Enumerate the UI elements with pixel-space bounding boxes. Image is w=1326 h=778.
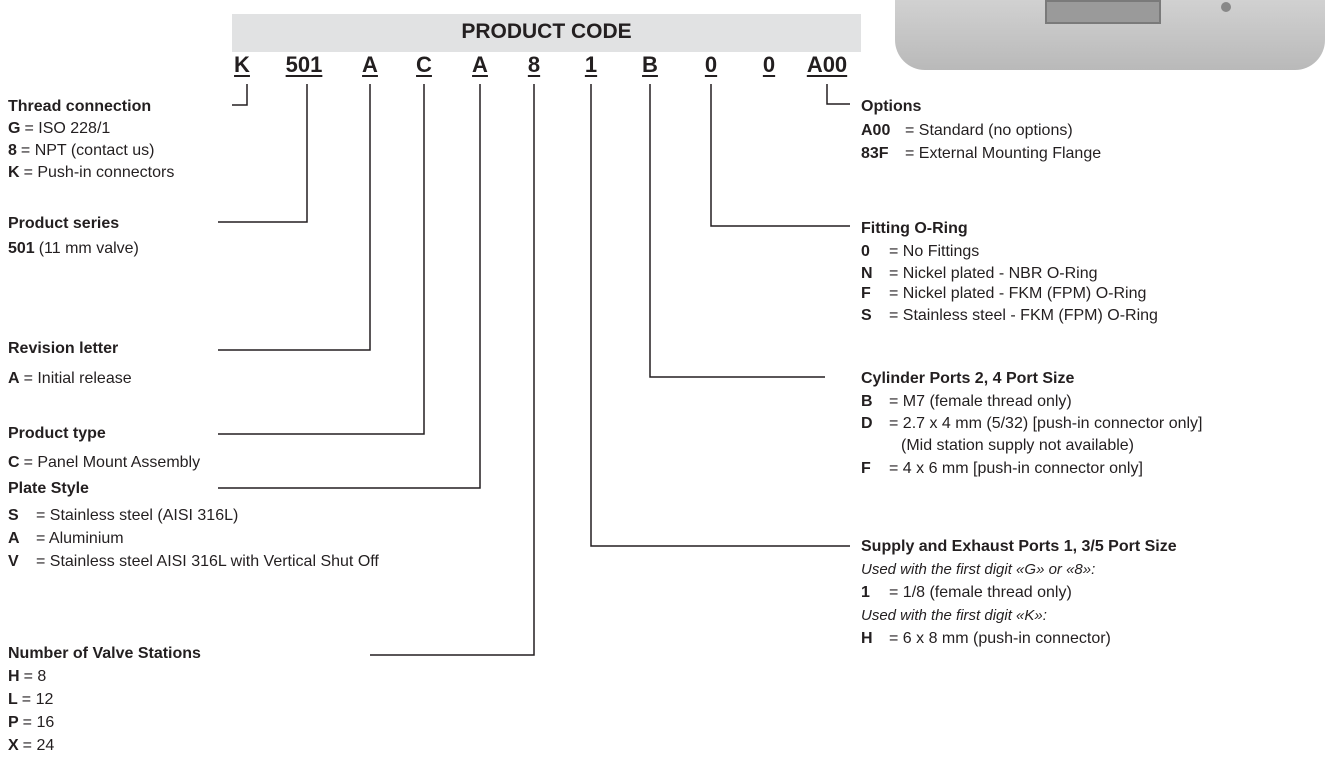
code-plate: A (472, 52, 488, 77)
revision-heading: Revision letter (8, 340, 119, 357)
supply-note: Used with the first digit «G» or «8»: (861, 561, 1096, 578)
plate-row: V= Stainless steel AISI 316L with Vertic… (8, 553, 379, 570)
stations-row: L= 12 (8, 691, 54, 708)
code-type: C (416, 52, 432, 77)
plate-heading: Plate Style (8, 480, 89, 497)
code-oring: 0 (704, 52, 718, 77)
connector-block (1045, 0, 1161, 24)
supply-heading: Supply and Exhaust Ports 1, 3/5 Port Siz… (861, 538, 1177, 555)
code-ninth-digit: 0 (762, 52, 776, 77)
cylinder-heading: Cylinder Ports 2, 4 Port Size (861, 370, 1075, 387)
series-row: 501(11 mm valve) (8, 240, 139, 257)
series-heading: Product series (8, 215, 120, 232)
cylinder-row: D= 2.7 x 4 mm (5/32) [push-in connector … (861, 415, 1203, 432)
mounting-hole (1221, 2, 1231, 12)
oring-row: S= Stainless steel - FKM (FPM) O-Ring (861, 307, 1158, 324)
oring-row: 0= No Fittings (861, 243, 980, 260)
cylinder-note: (Mid station supply not available) (901, 437, 1135, 454)
supply-row: H= 6 x 8 mm (push-in connector) (861, 630, 1111, 647)
type-heading: Product type (8, 425, 106, 442)
supply-note: Used with the first digit «K»: (861, 607, 1047, 624)
thread-row: G= ISO 228/1 (8, 120, 111, 137)
type-row: C= Panel Mount Assembly (8, 454, 201, 471)
cylinder-row: F= 4 x 6 mm [push-in connector only] (861, 460, 1143, 477)
revision-row: A= Initial release (8, 370, 132, 387)
oring-heading: Fitting O-Ring (861, 220, 968, 237)
code-revision: A (362, 52, 378, 77)
code-thread: K (234, 52, 250, 77)
options-row: 83F= External Mounting Flange (861, 145, 1102, 162)
options-heading: Options (861, 98, 922, 115)
code-series: 501 (285, 52, 323, 77)
plate-row: S= Stainless steel (AISI 316L) (8, 507, 239, 524)
code-supply-port: 1 (584, 52, 598, 77)
stations-row: X= 24 (8, 737, 55, 754)
thread-row: K= Push-in connectors (8, 164, 175, 181)
thread-heading: Thread connection (8, 98, 152, 115)
plate-row: A= Aluminium (8, 530, 124, 547)
stations-row: P= 16 (8, 714, 55, 731)
stations-row: H= 8 (8, 668, 47, 685)
product-code-band (232, 14, 861, 52)
code-options: A00 (806, 52, 848, 77)
code-cylinder-port: B (642, 52, 658, 77)
thread-row: 8= NPT (contact us) (8, 142, 155, 159)
cylinder-row: B= M7 (female thread only) (861, 393, 1072, 410)
options-row: A00= Standard (no options) (861, 122, 1073, 139)
product-code-title: PRODUCT CODE (461, 20, 632, 43)
code-stations: 8 (527, 52, 541, 77)
supply-row: 1= 1/8 (female thread only) (861, 584, 1072, 601)
oring-row: N= Nickel plated - NBR O-Ring (861, 265, 1098, 282)
oring-row: F= Nickel plated - FKM (FPM) O-Ring (861, 285, 1147, 302)
stations-heading: Number of Valve Stations (8, 645, 201, 662)
product-photo (895, 0, 1325, 70)
